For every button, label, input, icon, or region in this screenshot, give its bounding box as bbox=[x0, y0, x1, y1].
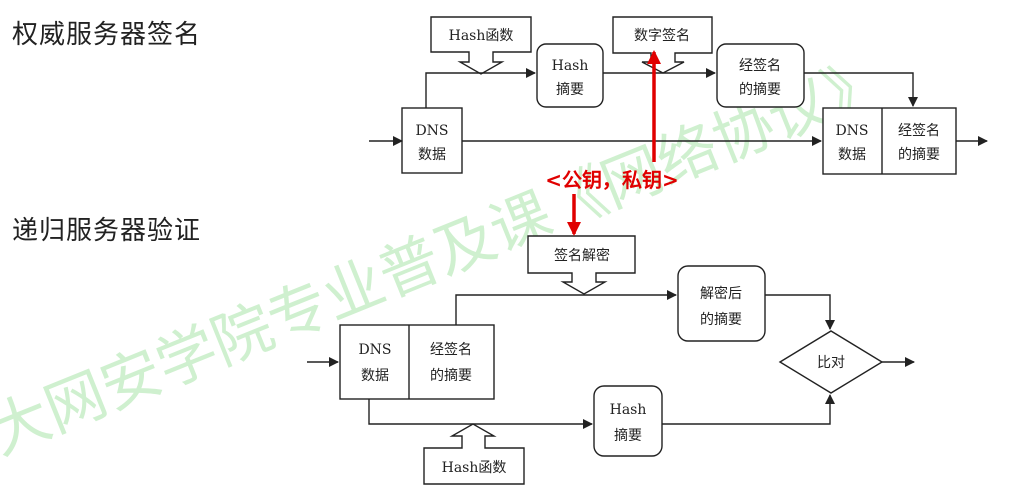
top-dns-data-box bbox=[401, 107, 463, 174]
bottom-hash-digest-box bbox=[593, 385, 663, 457]
bottom-dns-label-1: DNS bbox=[358, 342, 391, 358]
bottom-signature-decrypt-callout bbox=[527, 235, 636, 295]
bottom-hash-digest-label-2: 摘要 bbox=[614, 427, 642, 444]
bottom-hash-digest-label-1: Hash bbox=[610, 402, 647, 418]
top-out-signed-label-1: 经签名 bbox=[898, 122, 940, 139]
top-out-dns-label-1: DNS bbox=[835, 123, 868, 139]
bottom-decrypted-digest-label-1: 解密后 bbox=[700, 285, 742, 302]
top-digital-signature-callout bbox=[612, 16, 713, 74]
title-authority-sign: 权威服务器签名 bbox=[12, 20, 202, 50]
bottom-dns-label-2: 数据 bbox=[361, 368, 389, 384]
top-hash-digest-box bbox=[536, 43, 604, 108]
top-out-signed-label-2: 的摘要 bbox=[898, 146, 940, 163]
top-hash-function-label: Hash函数 bbox=[449, 28, 514, 44]
top-hash-digest-label-1: Hash bbox=[552, 58, 589, 74]
top-hash-function-callout bbox=[430, 16, 532, 75]
bottom-signature-decrypt-label: 签名解密 bbox=[554, 247, 610, 264]
top-signed-digest-label-1: 经签名 bbox=[739, 57, 781, 74]
top-dns-label-1: DNS bbox=[415, 123, 448, 139]
bottom-decrypted-digest-box bbox=[677, 265, 766, 342]
top-signed-digest-box bbox=[716, 43, 805, 108]
top-dns-label-2: 数据 bbox=[418, 147, 446, 163]
bottom-decrypted-digest-label-2: 的摘要 bbox=[700, 311, 742, 328]
bottom-input-box bbox=[339, 324, 495, 400]
top-signed-digest-label-2: 的摘要 bbox=[739, 81, 781, 98]
bottom-signed-digest-label-1: 经签名 bbox=[430, 341, 472, 358]
bottom-hash-function-label: Hash函数 bbox=[442, 460, 507, 476]
top-output-box bbox=[822, 107, 957, 175]
top-digital-signature-label: 数字签名 bbox=[634, 27, 690, 44]
bottom-hash-function-callout bbox=[423, 423, 525, 485]
compare-label: 比对 bbox=[817, 355, 845, 371]
keys-label: <公钥，私钥> bbox=[545, 168, 679, 192]
top-out-dns-label-2: 数据 bbox=[838, 147, 866, 163]
bottom-signed-digest-label-2: 的摘要 bbox=[430, 367, 472, 384]
top-hash-digest-label-2: 摘要 bbox=[556, 81, 584, 98]
title-recursive-verify: 递归服务器验证 bbox=[12, 216, 202, 246]
